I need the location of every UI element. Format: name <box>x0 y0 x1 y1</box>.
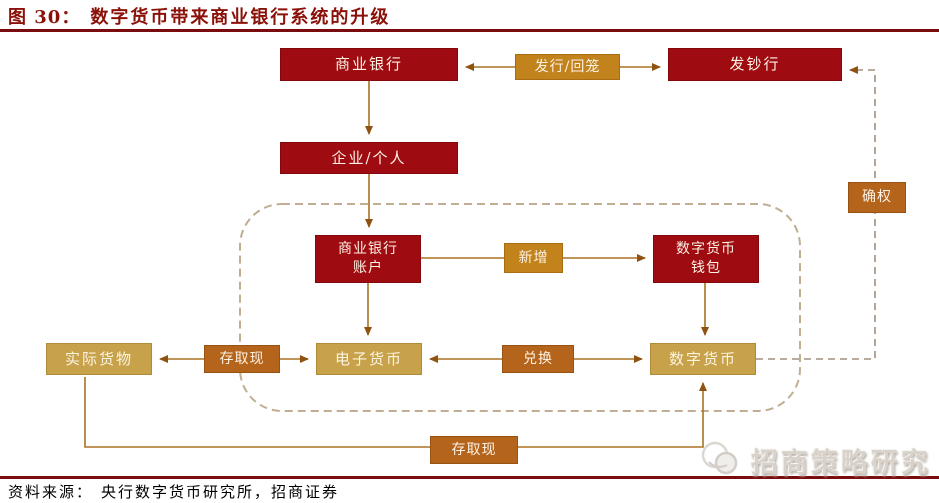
node-label: 商业银行 <box>334 55 403 74</box>
source-text: 央行数字货币研究所，招商证券 <box>101 483 340 501</box>
node-digital-currency: 数字货币 <box>650 343 756 375</box>
node-label: 数字货币 <box>668 349 737 368</box>
figure-label: 图 30： <box>8 7 81 28</box>
node-actual-goods: 实际货物 <box>46 343 152 375</box>
edge-label: 新增 <box>518 249 549 266</box>
title-divider <box>0 29 939 32</box>
node-label: 实际货物 <box>64 349 133 368</box>
node-label-line1: 数字货币 <box>676 241 736 258</box>
node-label-line2: 钱包 <box>691 260 721 276</box>
figure-title: 图 30： 数字货币带来商业银行系统的升级 <box>8 3 390 29</box>
node-deposit-withdraw-cash-1: 存取现 <box>204 345 280 373</box>
footer-divider <box>0 476 939 479</box>
edge-label: 确权 <box>862 189 892 206</box>
node-label: 企业/个人 <box>331 148 407 167</box>
brand-watermark: 招商策略研究 <box>699 440 931 480</box>
source-label: 资料来源： <box>8 483 94 501</box>
node-digital-currency-wallet: 数字货币 钱包 <box>653 235 759 283</box>
node-note-issuing-bank: 发钞行 <box>668 48 842 81</box>
cmb-strategy-logo-icon <box>701 441 738 475</box>
node-commercial-bank: 商业银行 <box>280 48 458 81</box>
figure-caption: 数字货币带来商业银行系统的升级 <box>90 7 391 28</box>
node-commercial-bank-account: 商业银行 账户 <box>315 235 421 283</box>
node-label-line1: 商业银行 <box>338 241 398 258</box>
node-issue-return: 发行/回笼 <box>515 54 620 80</box>
edge-label: 兑换 <box>523 350 553 367</box>
node-label: 发钞行 <box>729 55 781 74</box>
node-enterprise-individual: 企业/个人 <box>280 142 458 174</box>
watermark-text: 招商策略研究 <box>751 447 931 479</box>
node-deposit-withdraw-cash-2: 存取现 <box>430 436 518 464</box>
node-label: 电子货币 <box>334 349 403 368</box>
node-confirm-rights: 确权 <box>848 182 906 213</box>
node-exchange: 兑换 <box>502 345 574 373</box>
edge-digital-currency-to-note-issuing-bank-dashed <box>756 66 876 360</box>
edge-label: 发行/回笼 <box>534 58 601 75</box>
digital-currency-dashed-region <box>239 203 801 412</box>
source-note: 资料来源： 央行数字货币研究所，招商证券 <box>8 481 339 502</box>
node-add-new: 新增 <box>504 243 563 273</box>
edge-actual-goods-to-digital-currency-via-deposit <box>84 377 707 448</box>
edge-label: 存取现 <box>219 350 265 367</box>
node-electronic-money: 电子货币 <box>316 343 422 375</box>
node-label-line2: 账户 <box>353 260 383 276</box>
edge-label: 存取现 <box>451 441 497 458</box>
